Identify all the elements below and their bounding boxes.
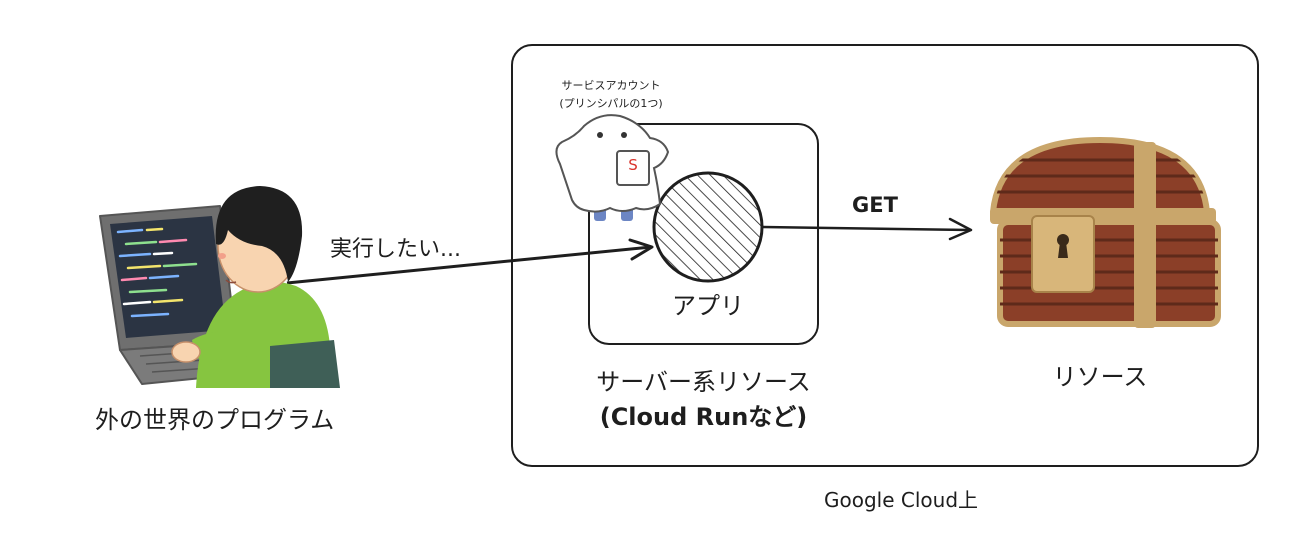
principal-note-label: (プリンシパルの1つ) bbox=[559, 97, 663, 110]
programmer-illustration bbox=[99, 186, 340, 388]
google-cloud-region-box bbox=[511, 44, 1259, 467]
server-resource-label: サーバー系リソース bbox=[596, 368, 811, 396]
google-cloud-label: Google Cloud上 bbox=[824, 488, 979, 512]
treasure-chest-icon bbox=[990, 137, 1221, 328]
get-label: GET bbox=[852, 193, 898, 217]
resource-label: リソース bbox=[1052, 363, 1148, 391]
service-account-label: サービスアカウント bbox=[561, 79, 661, 92]
cloud-run-label: (Cloud Runなど) bbox=[599, 403, 808, 431]
execute-arrow bbox=[286, 238, 654, 285]
external-program-label: 外の世界のプログラム bbox=[95, 406, 335, 434]
service-account-ghost-icon bbox=[555, 114, 670, 221]
get-arrow bbox=[762, 217, 973, 241]
ghost-badge-letter: S bbox=[628, 156, 638, 174]
execute-label: 実行したい... bbox=[330, 237, 461, 262]
app-label: アプリ bbox=[672, 292, 744, 320]
server-resource-box bbox=[588, 123, 819, 345]
app-circle bbox=[652, 171, 764, 283]
